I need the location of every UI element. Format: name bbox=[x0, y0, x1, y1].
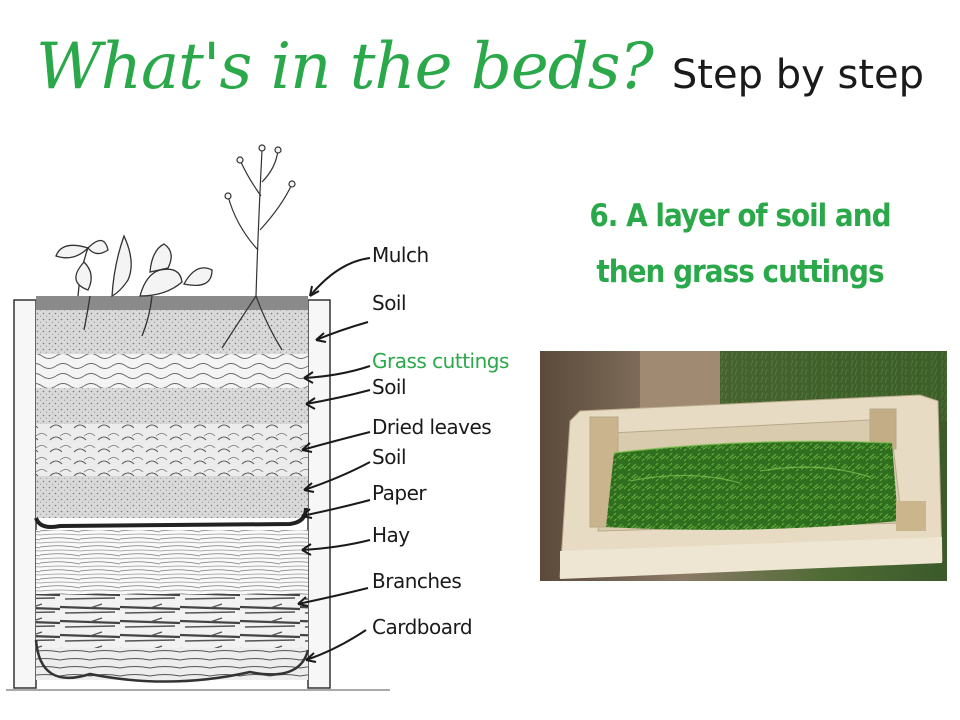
arrow-soil-2 bbox=[305, 389, 371, 405]
layer-soil-2-fill bbox=[36, 388, 308, 424]
bed-layers-diagram: Mulch Soil Grass cuttings Soil Dried lea… bbox=[6, 144, 509, 691]
step-caption-line-2: then grass cuttings bbox=[596, 254, 884, 290]
layer-hay-fill bbox=[36, 530, 308, 594]
plant-left bbox=[55, 234, 213, 337]
layer-label-paper: Paper bbox=[372, 481, 427, 505]
arrow-leaves bbox=[301, 431, 371, 451]
layer-label-grass: Grass cuttings bbox=[372, 349, 509, 373]
layer-label-soil-3: Soil bbox=[372, 445, 406, 469]
plant-tall bbox=[221, 144, 296, 351]
arrow-soil-3 bbox=[303, 461, 371, 491]
step-caption-line-1: 6. A layer of soil and bbox=[589, 198, 891, 234]
grass-cuttings bbox=[606, 441, 898, 530]
layer-label-soil-2: Soil bbox=[372, 375, 406, 399]
arrow-paper bbox=[301, 499, 371, 517]
layer-label-cardboard: Cardboard bbox=[372, 615, 472, 639]
arrow-mulch bbox=[309, 257, 371, 297]
layer-soil-3-fill bbox=[36, 476, 308, 518]
layer-mulch-fill bbox=[36, 296, 308, 310]
title-main: What's in the beds? bbox=[36, 30, 654, 104]
grass-bed-photo bbox=[540, 351, 947, 581]
layer-branches-fill bbox=[36, 594, 308, 648]
arrow-soil-top bbox=[315, 321, 369, 341]
layer-label-branches: Branches bbox=[372, 569, 461, 593]
title-sub: Step by step bbox=[671, 52, 924, 98]
layer-soil-top-fill bbox=[36, 310, 308, 354]
layer-label-leaves: Dried leaves bbox=[372, 415, 491, 439]
layer-label-mulch: Mulch bbox=[372, 243, 429, 267]
cardboard-edge bbox=[34, 639, 310, 683]
bed-left-post bbox=[13, 299, 37, 689]
arrow-hay bbox=[301, 539, 371, 551]
arrow-branches bbox=[297, 587, 369, 605]
bed-right-post bbox=[307, 299, 331, 689]
layer-grass-fill bbox=[36, 354, 308, 388]
step-caption: 6. A layer of soil and then grass cuttin… bbox=[560, 188, 920, 300]
layer-leaves-fill bbox=[36, 424, 308, 476]
arrow-cardboard bbox=[305, 629, 367, 661]
page-title: What's in the beds? Step by step bbox=[0, 30, 960, 104]
arrow-grass bbox=[303, 365, 371, 379]
layer-label-hay: Hay bbox=[372, 523, 410, 547]
layer-label-soil-top: Soil bbox=[372, 291, 406, 315]
arrows bbox=[297, 257, 371, 663]
